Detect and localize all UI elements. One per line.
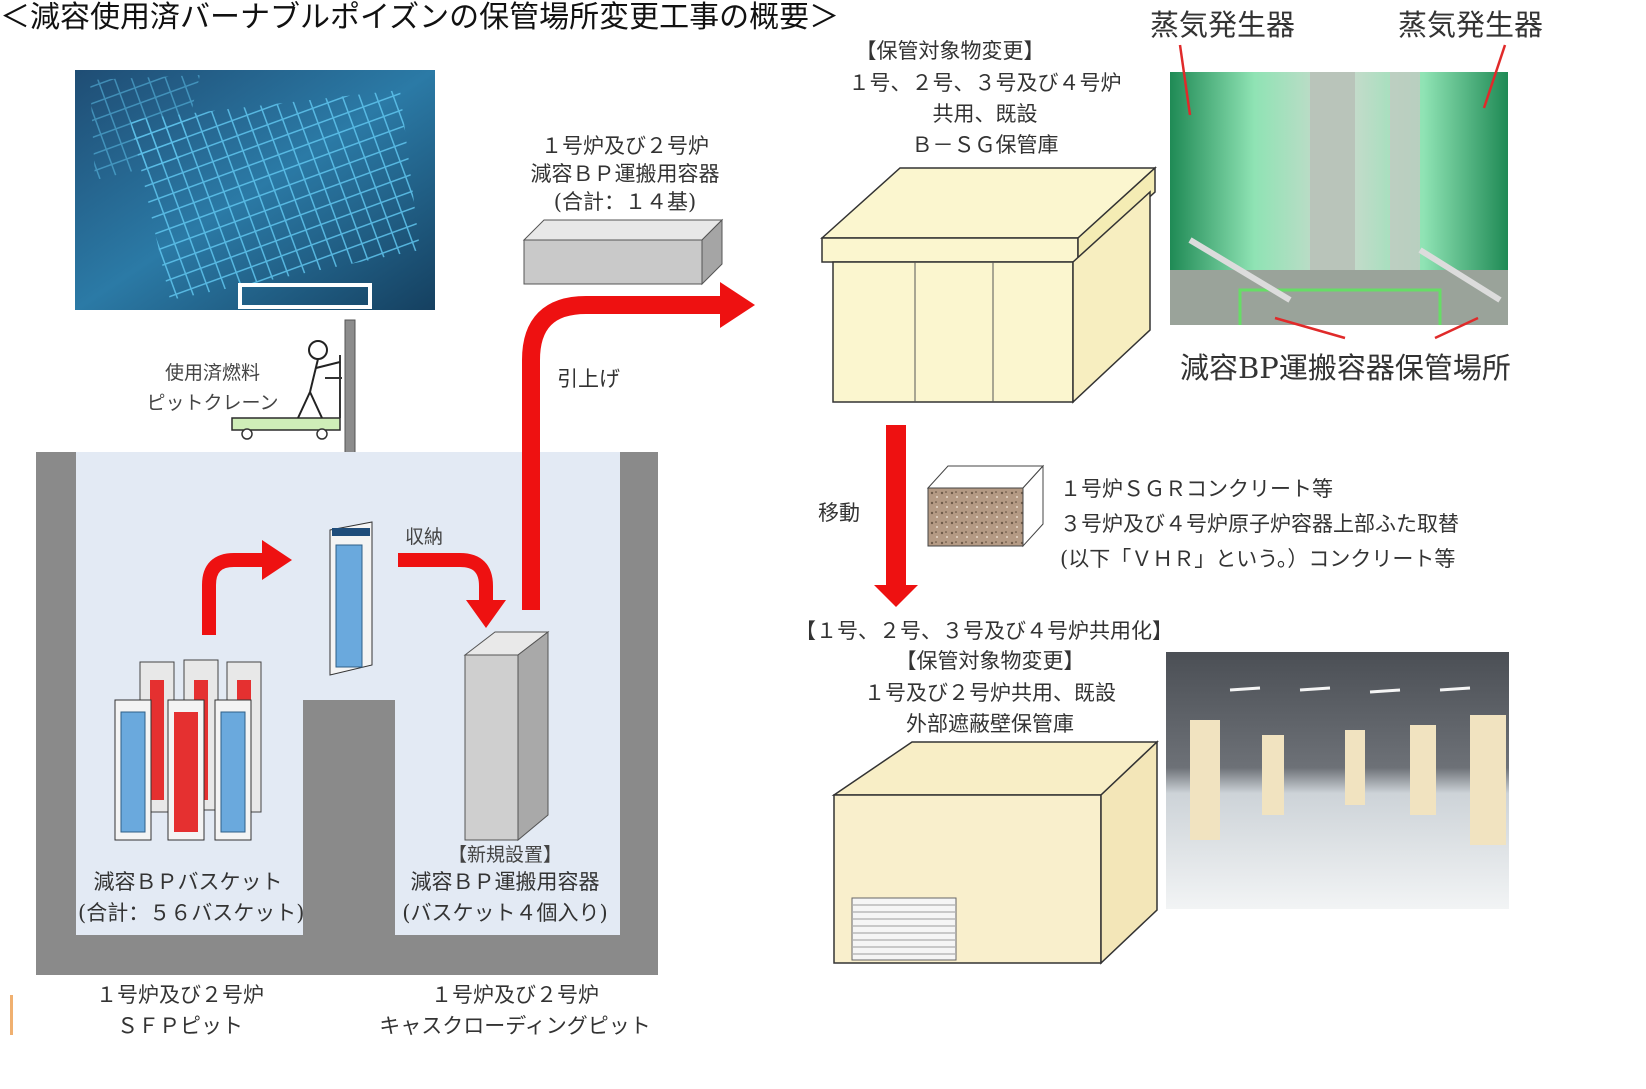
bsg-label: １号、２号、３号及び４号炉 共用、既設 Ｂ－ＳＧ保管庫 [825,68,1145,161]
middle-container-label: １号炉及び２号炉 減容ＢＰ運搬用容器 (合計：１４基) [505,132,745,216]
arrow-move [886,425,906,585]
bsg-label-line1: １号、２号、３号及び４号炉 [848,71,1122,95]
storage-location-caption: 減容BP運搬容器保管場所 [1180,351,1511,385]
cask-pit-label-line2: キャスクローディングピット [379,1014,651,1038]
arrow-head-3 [720,282,755,328]
storage-label: 収納 [405,526,444,548]
sg-label-right: 蒸気発生器 [1398,8,1544,42]
arrow-lift [522,296,720,610]
move-description: １号炉ＳＧＲコンクリート等 ３号炉及び４号炉原子炉容器上部ふた取替 (以下「ＶＨ… [1060,472,1459,577]
new-container-label-line1: 減容ＢＰ運搬用容器 [410,870,600,894]
crane [231,319,356,521]
bsg-tag: 【保管対象物変更】 [855,39,1045,63]
transport-container-new [463,630,550,842]
pool-photo [75,70,435,310]
shield-warehouse-label-line1: １号及び２号炉共用、既設 [864,681,1116,705]
warehouse-photo [1166,652,1509,909]
basket-label: 減容ＢＰバスケット (合計：５６バスケット) [78,867,305,929]
cask-pit-label: １号炉及び２号炉 キャスクローディングピット [365,980,665,1042]
move-label: 移動 [818,501,860,525]
arrow-head-4 [874,585,918,607]
sg-pointer-left [1178,44,1192,116]
concrete-block [926,464,1045,548]
shared-tag: 【１号、２号、３号及び４号炉共用化】 [795,619,1173,643]
middle-container-label-line2: 減容ＢＰ運搬用容器 [530,162,720,186]
arrow-head-2 [466,600,506,628]
crane-label-line1: 使用済燃料 [164,362,260,384]
storage-pointer-left [1274,316,1346,340]
basket-front-row [114,699,252,841]
steam-generator-photo [1170,72,1508,325]
sfp-pit-label-line1: １号炉及び２号炉 [96,983,264,1007]
move-description-line2: ３号炉及び４号炉原子炉容器上部ふた取替 [1060,512,1459,536]
shield-warehouse-label: １号及び２号炉共用、既設 外部遮蔽壁保管庫 [840,678,1140,740]
new-install-tag: 【新規設置】 [447,844,562,866]
sg-label-left: 蒸気発生器 [1150,8,1296,42]
arrow-storage [398,553,493,600]
shield-warehouse-label-line2: 外部遮蔽壁保管庫 [906,712,1074,736]
page-title: ＜減容使用済バーナブルポイズンの保管場所変更工事の概要＞ [0,0,840,35]
bsg-label-line3: Ｂ－ＳＧ保管庫 [911,133,1059,157]
sfp-pit-label-line2: ＳＦＰピット [117,1014,243,1038]
transport-container-box [522,218,724,286]
bsg-warehouse [820,166,1157,404]
crane-label: 使用済燃料 ピットクレーン [135,358,290,418]
cask-pit-label-line1: １号炉及び２号炉 [431,983,599,1007]
crane-label-line2: ピットクレーン [146,392,279,414]
arrow-head-1 [262,540,292,580]
arrow-basket-to-crane [202,553,262,635]
basket-label-line2: (合計：５６バスケット) [78,901,305,925]
new-container-label: 減容ＢＰ運搬用容器 (バスケット４個入り) [395,867,615,929]
move-description-line1: １号炉ＳＧＲコンクリート等 [1060,477,1333,501]
new-container-label-line2: (バスケット４個入り) [402,901,608,925]
shield-warehouse [831,740,1159,965]
lift-label: 引上げ [557,367,620,391]
sg-pointer-right [1482,44,1507,109]
crane-operator-icon [297,340,341,419]
basket-label-line1: 減容ＢＰバスケット [93,870,283,894]
edge-mark [10,995,13,1035]
move-description-line3: (以下「ＶＨＲ」という。）コンクリート等 [1060,547,1456,571]
basket-cluster [114,659,262,841]
hanging-basket [329,521,373,676]
middle-container-label-line1: １号炉及び２号炉 [541,134,709,158]
sfp-pit-label: １号炉及び２号炉 ＳＦＰピット [70,980,290,1042]
bsg-label-line2: 共用、既設 [932,102,1038,126]
storage-pointer-right [1434,316,1479,340]
middle-container-label-line3: (合計：１４基) [553,190,697,214]
shield-tag: 【保管対象物変更】 [895,649,1085,673]
